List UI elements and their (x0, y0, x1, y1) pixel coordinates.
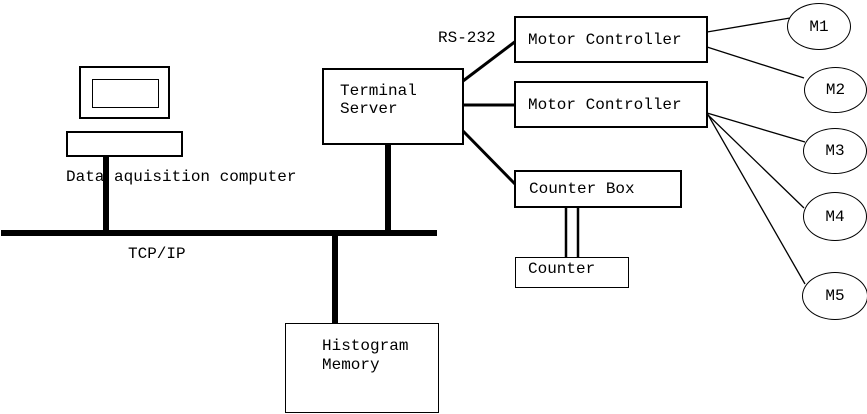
tcpip-bus-label: TCP/IP (128, 245, 186, 263)
motor-node-m4: M4 (803, 192, 867, 241)
rs232-label: RS-232 (438, 29, 496, 47)
terminal-server-box: Terminal Server (322, 68, 464, 145)
counter-node: Counter (515, 257, 629, 288)
motor-node-m1: M1 (787, 3, 851, 50)
motor-node-m2: M2 (804, 67, 867, 113)
motor-controller-2-box: Motor Controller (514, 81, 708, 128)
counter-box-node: Counter Box (514, 170, 682, 208)
mc1-m1-link (706, 17, 791, 33)
mc2-m5-link (706, 112, 806, 285)
monitor-screen-icon (92, 79, 159, 108)
computer-label: Data aquisition computer (66, 168, 297, 186)
histogram-memory-box: Histogram Memory (285, 323, 439, 413)
mc2-m3-link (706, 112, 806, 143)
keyboard-icon (66, 131, 183, 157)
monitor-icon (79, 66, 170, 119)
motor-node-m3: M3 (803, 128, 867, 174)
motor-node-m5: M5 (802, 272, 867, 320)
mc2-m4-link (706, 113, 805, 209)
rs232-link-mc1 (462, 39, 517, 83)
motor-controller-1-box: Motor Controller (514, 16, 708, 63)
mc1-m2-link (706, 46, 805, 79)
rs232-link-counterbox (461, 129, 518, 187)
